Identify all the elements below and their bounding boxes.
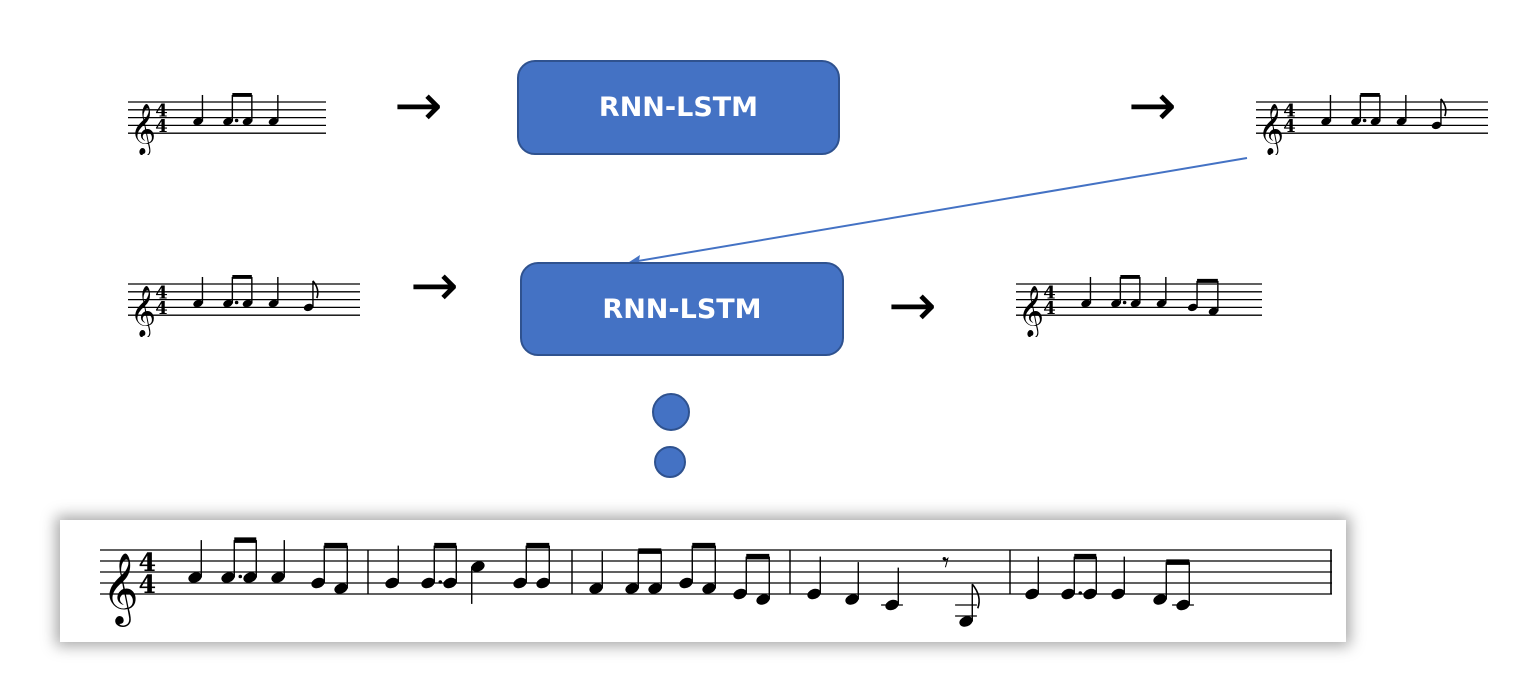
treble-clef-staff-icon: 𝄞44 𝄾 [100, 537, 1332, 627]
note-head [1321, 117, 1331, 126]
treble-clef: 𝄞 [130, 286, 156, 337]
step2-input-arrow: → [410, 251, 459, 319]
note-head [702, 583, 716, 594]
note-head [756, 594, 770, 605]
treble-clef-staff-icon: 𝄞44 [128, 275, 360, 337]
note-dot [438, 580, 443, 584]
note-dot [234, 300, 239, 305]
note-head [1208, 307, 1219, 315]
vertical-dots-icon-top [652, 393, 690, 431]
note-head [193, 299, 203, 308]
note-head [268, 299, 279, 308]
time-signature-denominator: 4 [155, 298, 167, 319]
note-head [303, 303, 314, 312]
note-head [334, 583, 348, 594]
note-flag [1440, 98, 1447, 117]
note-head [648, 583, 662, 594]
note-head [625, 583, 639, 594]
note-head [193, 117, 203, 126]
note-head [1025, 588, 1039, 600]
step2-output-staff: 𝄞44 [1016, 275, 1262, 337]
treble-clef: 𝄞 [130, 104, 156, 155]
note-head [1370, 117, 1381, 126]
feedback-line [631, 157, 1248, 263]
time-signature-denominator: 4 [138, 569, 156, 599]
time-signature-numerator: 4 [155, 283, 167, 304]
treble-clef: 𝄞 [1018, 286, 1044, 337]
step2-rnn-lstm-node: RNN-LSTM [520, 262, 844, 356]
time-signature-numerator: 4 [1043, 283, 1055, 304]
note-head [311, 577, 325, 589]
time-signature-numerator: 4 [155, 101, 167, 122]
note-head [223, 117, 233, 126]
treble-clef: 𝄞 [1258, 104, 1284, 155]
note-head [1396, 117, 1407, 126]
note-head [1083, 588, 1097, 600]
eighth-rest: 𝄾 [942, 545, 950, 579]
note-head [536, 577, 550, 589]
note-dot [1122, 300, 1127, 305]
treble-clef-staff-icon: 𝄞44 [1016, 275, 1262, 337]
time-signature-numerator: 4 [138, 547, 156, 577]
treble-clef-staff-icon: 𝄞44 [1256, 93, 1488, 155]
time-signature-denominator: 4 [1043, 298, 1055, 319]
note-head [1431, 121, 1442, 130]
note-head [223, 299, 233, 308]
note-head [959, 616, 973, 627]
time-signature-denominator: 4 [155, 116, 167, 137]
note-head [679, 577, 693, 589]
note-head [845, 594, 859, 605]
time-signature-numerator: 4 [1283, 101, 1295, 122]
note-head [1153, 594, 1167, 605]
note-head [243, 572, 257, 583]
note-head [1187, 303, 1198, 312]
treble-clef-staff-icon: 𝄞44 [128, 93, 326, 155]
note-head [242, 117, 253, 126]
note-dot [234, 118, 239, 123]
note-head [733, 588, 747, 600]
note-head [385, 577, 399, 589]
note-head [1061, 588, 1075, 600]
note-head [1130, 299, 1141, 308]
note-head [807, 588, 821, 600]
note-head [513, 577, 527, 589]
note-flag [971, 583, 980, 609]
note-head [1156, 299, 1167, 308]
note-head [221, 572, 235, 583]
note-head [443, 577, 457, 589]
step1-output-arrow: → [1128, 71, 1177, 139]
step1-output-staff: 𝄞44 [1256, 93, 1488, 155]
note-head [1111, 588, 1125, 600]
note-dot [1078, 591, 1083, 595]
step2-output-arrow: → [888, 271, 937, 339]
note-head [188, 572, 202, 583]
note-head [242, 299, 253, 308]
step2-input-staff: 𝄞44 [128, 275, 360, 337]
note-flag [312, 280, 319, 299]
note-head [1081, 299, 1091, 308]
step1-input-arrow: → [394, 71, 443, 139]
treble-clef: 𝄞 [102, 551, 139, 627]
note-dot [238, 574, 243, 579]
note-dot [1362, 118, 1367, 123]
note-head [268, 117, 279, 126]
note-head [271, 572, 285, 583]
note-head [1111, 299, 1121, 308]
step1-input-staff: 𝄞44 [128, 93, 326, 155]
time-signature-denominator: 4 [1283, 116, 1295, 137]
note-head [589, 583, 603, 594]
note-head [421, 577, 435, 589]
vertical-dots-icon-bottom [654, 446, 686, 478]
note-head [471, 561, 485, 572]
final-melody-staff: 𝄞44 𝄾 [100, 537, 1332, 627]
step1-rnn-lstm-node: RNN-LSTM [517, 60, 840, 155]
note-head [1351, 117, 1361, 126]
